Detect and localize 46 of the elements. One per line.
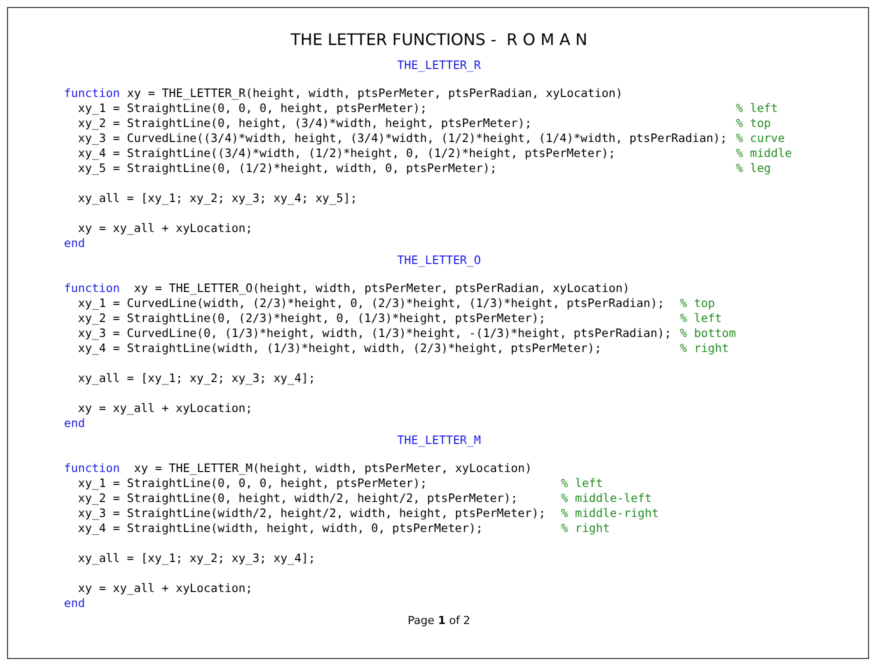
code-line: xy_4 = StraightLine(width, (1/3)*height, width, (2/3)*height, ptsPerMeter);: [78, 341, 602, 356]
section-heading: THE_LETTER_O: [397, 253, 481, 267]
code-line: xy = xy_all + xyLocation;: [78, 221, 253, 236]
code-comment: % middle: [736, 146, 792, 161]
code-line: xy_all = [xy_1; xy_2; xy_3; xy_4];: [78, 371, 316, 386]
code-line: xy_4 = StraightLine(width, height, width, 0, ptsPerMeter);: [78, 521, 483, 536]
page-title: THE LETTER FUNCTIONS - R O M A N: [290, 30, 588, 49]
code-comment: % curve: [736, 131, 785, 146]
section-heading: THE_LETTER_M: [397, 433, 481, 447]
code-keyword: end: [64, 416, 85, 431]
code-line: xy_2 = StraightLine(0, (2/3)*height, 0, (1/3)*height, ptsPerMeter);: [78, 311, 546, 326]
code-line: xy_2 = StraightLine(0, height, width/2, height/2, ptsPerMeter);: [78, 491, 518, 506]
code-comment: % left: [680, 311, 722, 326]
code-comment: % left: [561, 476, 603, 491]
code-line: xy = THE_LETTER_R(height, width, ptsPerMeter, ptsPerRadian, xyLocation): [127, 86, 623, 101]
code-comment: % right: [680, 341, 729, 356]
code-line: xy_4 = StraightLine((3/4)*width, (1/2)*height, 0, (1/2)*height, ptsPerMeter);: [78, 146, 616, 161]
code-line: xy_1 = StraightLine(0, 0, 0, height, ptsPerMeter);: [78, 101, 428, 116]
code-line: xy = xy_all + xyLocation;: [78, 401, 253, 416]
code-line: xy = THE_LETTER_M(height, width, ptsPerMeter, xyLocation): [134, 461, 532, 476]
code-line: xy_3 = CurvedLine((3/4)*width, height, (3/4)*width, (1/2)*height, (1/4)*width, ptsPerRadian);: [78, 131, 728, 146]
code-keyword: function: [64, 86, 120, 101]
code-line: xy_all = [xy_1; xy_2; xy_3; xy_4];: [78, 551, 316, 566]
code-line: xy = THE_LETTER_O(height, width, ptsPerMeter, ptsPerRadian, xyLocation): [134, 281, 630, 296]
code-line: xy = xy_all + xyLocation;: [78, 581, 253, 596]
page-number: Page 1 of 2: [408, 614, 470, 627]
code-comment: % bottom: [680, 326, 736, 341]
code-comment: % middle-right: [561, 506, 659, 521]
code-comment: % right: [561, 521, 610, 536]
code-comment: % leg: [736, 161, 771, 176]
code-line: xy_all = [xy_1; xy_2; xy_3; xy_4; xy_5];: [78, 191, 358, 206]
code-comment: % middle-left: [561, 491, 652, 506]
code-keyword: end: [64, 596, 85, 611]
code-line: xy_2 = StraightLine(0, height, (3/4)*width, height, ptsPerMeter);: [78, 116, 532, 131]
code-keyword: end: [64, 236, 85, 251]
code-keyword: function: [64, 281, 120, 296]
code-line: xy_3 = CurvedLine(0, (1/3)*height, width, (1/3)*height, -(1/3)*height, ptsPerRadian);: [78, 326, 672, 341]
code-comment: % top: [680, 296, 715, 311]
code-line: xy_5 = StraightLine(0, (1/2)*height, width, 0, ptsPerMeter);: [78, 161, 497, 176]
code-line: xy_1 = CurvedLine(width, (2/3)*height, 0, (2/3)*height, (1/3)*height, ptsPerRadian);: [78, 296, 664, 311]
code-comment: % left: [736, 101, 778, 116]
code-keyword: function: [64, 461, 120, 476]
section-heading: THE_LETTER_R: [397, 58, 481, 72]
code-line: xy_1 = StraightLine(0, 0, 0, height, ptsPerMeter);: [78, 476, 428, 491]
code-comment: % top: [736, 116, 771, 131]
code-line: xy_3 = StraightLine(width/2, height/2, width, height, ptsPerMeter);: [78, 506, 546, 521]
